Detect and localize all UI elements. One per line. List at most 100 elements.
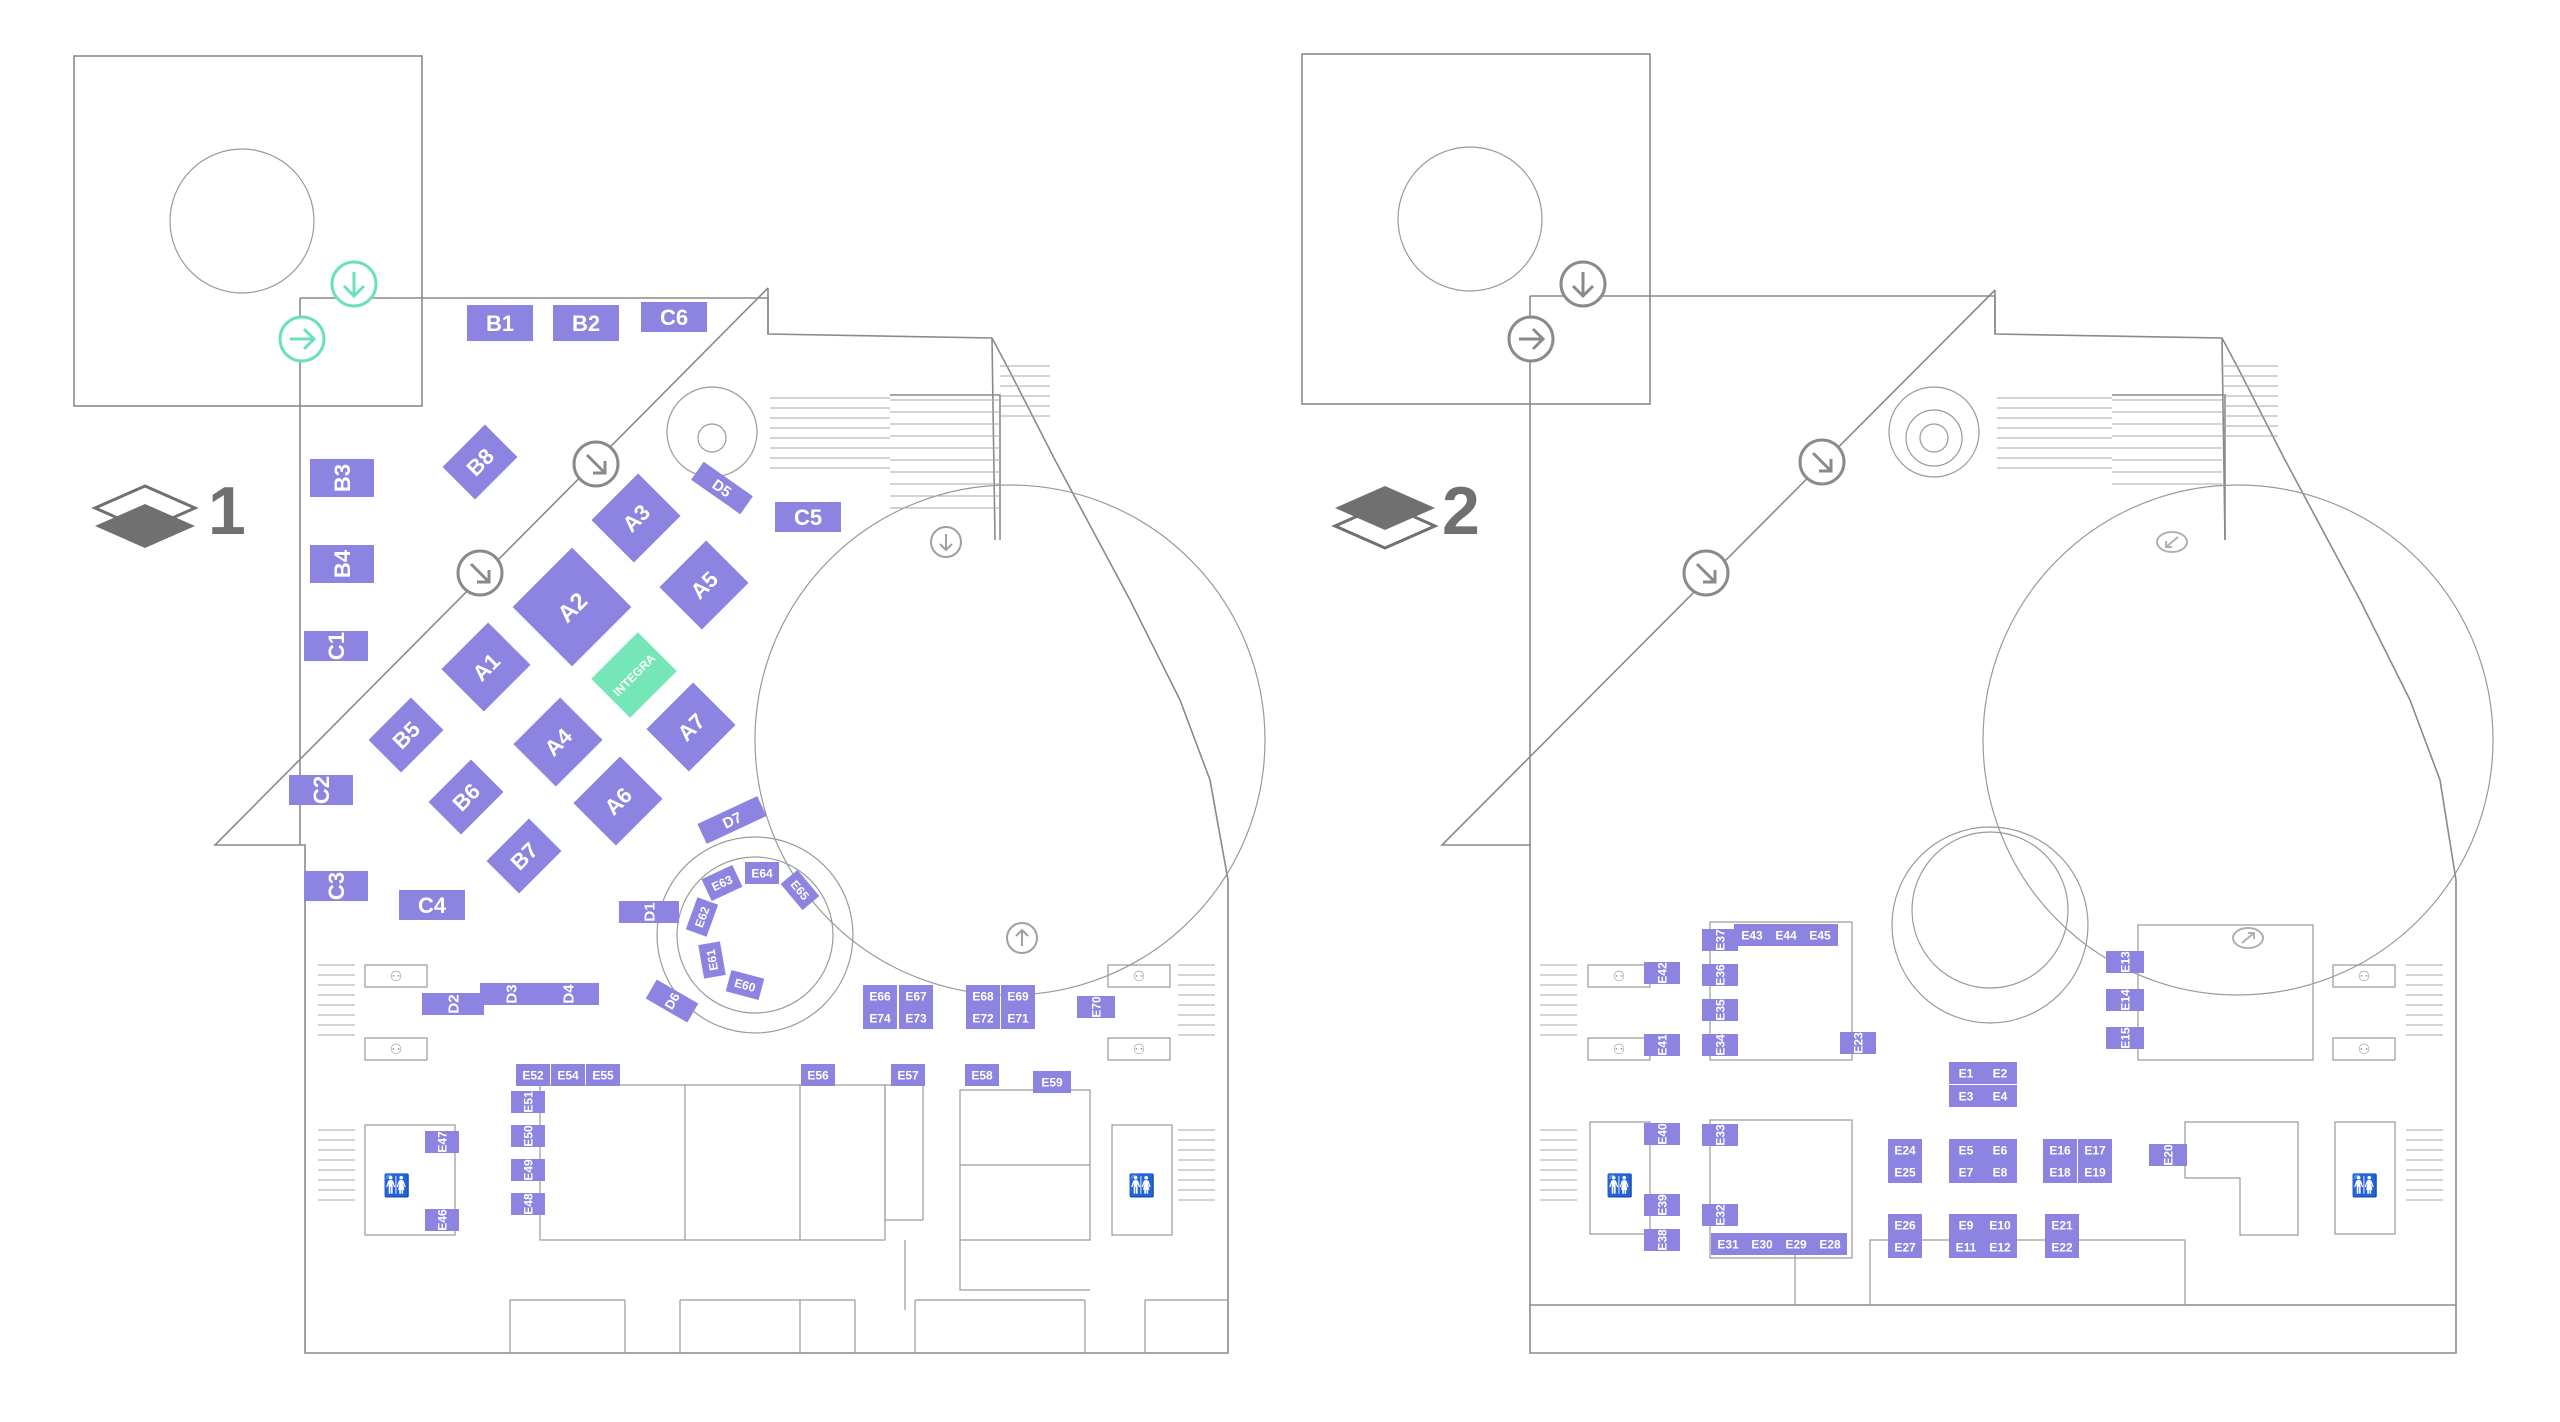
- booth-shape[interactable]: [513, 697, 603, 787]
- booth-e12[interactable]: E12: [1983, 1236, 2017, 1258]
- booth-shape[interactable]: [1802, 924, 1838, 946]
- booth-e45[interactable]: E45: [1802, 924, 1838, 946]
- booth-b8[interactable]: B8: [442, 424, 518, 500]
- booth-shape[interactable]: [511, 1193, 545, 1215]
- booth-e48[interactable]: E48: [511, 1193, 545, 1215]
- booth-c5[interactable]: C5: [775, 502, 841, 532]
- arrow-right-icon[interactable]: [278, 315, 326, 363]
- booth-shape[interactable]: [1644, 1194, 1680, 1216]
- booth-shape[interactable]: [1949, 1062, 1983, 1084]
- booth-shape[interactable]: [966, 985, 1000, 1007]
- booth-e41[interactable]: E41: [1644, 1034, 1680, 1056]
- arrow-down-right-icon[interactable]: [572, 440, 620, 488]
- booth-e57[interactable]: E57: [891, 1064, 925, 1086]
- booth-e73[interactable]: E73: [899, 1007, 933, 1029]
- booth-shape[interactable]: [659, 540, 749, 630]
- booth-shape[interactable]: [1033, 1071, 1071, 1093]
- booth-e74[interactable]: E74: [863, 1007, 897, 1029]
- booth-e24[interactable]: E24: [1888, 1139, 1922, 1161]
- booth-shape[interactable]: [480, 983, 542, 1005]
- booth-e52[interactable]: E52: [516, 1064, 550, 1086]
- booth-b3[interactable]: B3: [310, 459, 374, 497]
- booth-shape[interactable]: [899, 985, 933, 1007]
- booth-shape[interactable]: [591, 632, 677, 718]
- booth-shape[interactable]: [1702, 1204, 1738, 1226]
- booth-shape[interactable]: [467, 305, 533, 341]
- arrow-right-icon[interactable]: [1507, 315, 1555, 363]
- booth-shape[interactable]: [1840, 1032, 1876, 1054]
- booth-e61[interactable]: E61: [698, 941, 726, 979]
- booth-e7[interactable]: E7: [1949, 1161, 1983, 1183]
- booth-e13[interactable]: E13: [2106, 951, 2144, 973]
- booth-e15[interactable]: E15: [2106, 1027, 2144, 1049]
- booth-shape[interactable]: [1813, 1233, 1847, 1255]
- booth-c1[interactable]: C1: [304, 631, 368, 661]
- booth-e28[interactable]: E28: [1813, 1233, 1847, 1255]
- booth-a7[interactable]: A7: [646, 682, 736, 772]
- booth-shape[interactable]: [1949, 1236, 1983, 1258]
- booth-b4[interactable]: B4: [310, 545, 374, 583]
- booth-d3[interactable]: D3: [480, 983, 542, 1005]
- booth-shape[interactable]: [1983, 1236, 2017, 1258]
- booth-shape[interactable]: [725, 969, 765, 1001]
- booth-shape[interactable]: [1711, 1233, 1745, 1255]
- booth-shape[interactable]: [619, 901, 679, 923]
- booth-e30[interactable]: E30: [1745, 1233, 1779, 1255]
- booth-shape[interactable]: [641, 302, 707, 332]
- booth-shape[interactable]: [516, 1064, 550, 1086]
- booth-shape[interactable]: [2106, 989, 2144, 1011]
- booth-shape[interactable]: [1745, 1233, 1779, 1255]
- booth-e5[interactable]: E5: [1949, 1139, 1983, 1161]
- booth-shape[interactable]: [891, 1064, 925, 1086]
- booth-shape[interactable]: [425, 1209, 459, 1231]
- booth-shape[interactable]: [1644, 1229, 1680, 1251]
- booth-e1[interactable]: E1: [1949, 1062, 1983, 1084]
- booth-a1[interactable]: A1: [441, 622, 531, 712]
- booth-shape[interactable]: [698, 941, 726, 979]
- booth-e44[interactable]: E44: [1768, 924, 1804, 946]
- booth-shape[interactable]: [1077, 996, 1115, 1018]
- booth-e64[interactable]: E64: [745, 862, 779, 884]
- booth-shape[interactable]: [2045, 1214, 2079, 1236]
- booth-a5[interactable]: A5: [659, 540, 749, 630]
- booth-shape[interactable]: [1001, 985, 1035, 1007]
- booth-e22[interactable]: E22: [2045, 1236, 2079, 1258]
- booth-shape[interactable]: [1949, 1214, 1983, 1236]
- booth-e55[interactable]: E55: [586, 1064, 620, 1086]
- booth-b5[interactable]: B5: [368, 697, 444, 773]
- booth-shape[interactable]: [646, 682, 736, 772]
- booth-a3[interactable]: A3: [591, 473, 681, 563]
- booth-shape[interactable]: [442, 424, 518, 500]
- booth-shape[interactable]: [304, 631, 368, 661]
- booth-e42[interactable]: E42: [1644, 962, 1680, 984]
- booth-shape[interactable]: [1001, 1007, 1035, 1029]
- booth-d5[interactable]: D5: [691, 461, 753, 515]
- booth-shape[interactable]: [428, 759, 504, 835]
- booth-e35[interactable]: E35: [1702, 999, 1738, 1021]
- booth-e11[interactable]: E11: [1949, 1236, 1983, 1258]
- booth-e33[interactable]: E33: [1702, 1124, 1738, 1146]
- booth-e60[interactable]: E60: [725, 969, 765, 1001]
- booth-shape[interactable]: [1983, 1161, 2017, 1183]
- booth-shape[interactable]: [863, 985, 897, 1007]
- level-1-indicator[interactable]: 1: [91, 473, 246, 549]
- booth-e18[interactable]: E18: [2043, 1161, 2077, 1183]
- booth-shape[interactable]: [645, 979, 699, 1023]
- booth-shape[interactable]: [310, 545, 374, 583]
- booth-e29[interactable]: E29: [1779, 1233, 1813, 1255]
- booth-shape[interactable]: [966, 1007, 1000, 1029]
- booth-shape[interactable]: [1983, 1214, 2017, 1236]
- booth-shape[interactable]: [1768, 924, 1804, 946]
- arrow-down-icon[interactable]: [1559, 260, 1607, 308]
- booth-e25[interactable]: E25: [1888, 1161, 1922, 1183]
- booth-shape[interactable]: [1702, 999, 1738, 1021]
- booth-shape[interactable]: [511, 1091, 545, 1113]
- booth-e17[interactable]: E17: [2078, 1139, 2112, 1161]
- booth-e19[interactable]: E19: [2078, 1161, 2112, 1183]
- booth-d2[interactable]: D2: [422, 993, 484, 1015]
- arrow-down-icon[interactable]: [330, 260, 378, 308]
- booth-shape[interactable]: [1779, 1233, 1813, 1255]
- booth-shape[interactable]: [586, 1064, 620, 1086]
- booth-shape[interactable]: [441, 622, 531, 712]
- booth-shape[interactable]: [486, 818, 562, 894]
